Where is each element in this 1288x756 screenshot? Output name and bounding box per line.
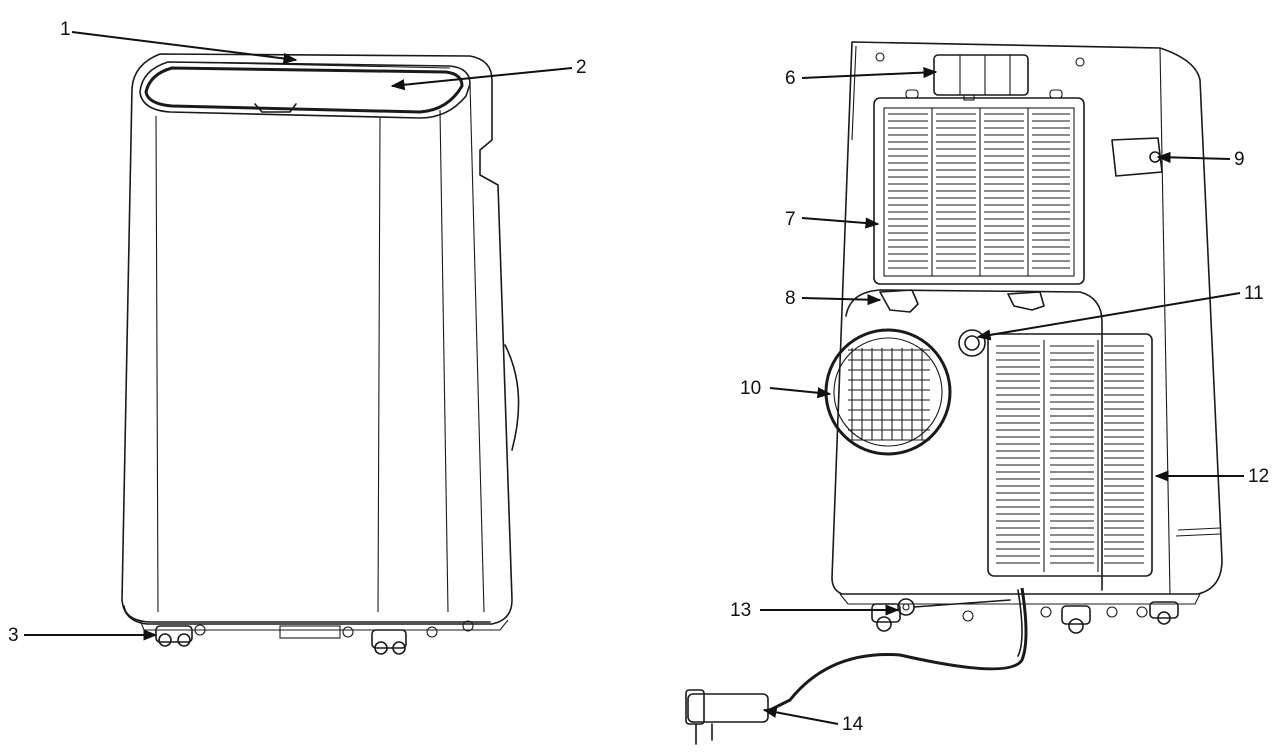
arrow-1	[71, 31, 298, 64]
drain-port	[958, 329, 986, 357]
arrow-8	[801, 294, 882, 306]
callout-label-2: 2	[576, 57, 587, 78]
arrow-9	[1156, 151, 1231, 163]
front-unit	[121, 53, 520, 655]
callout-label-11: 11	[1244, 283, 1264, 304]
callout-label-12: 12	[1248, 466, 1270, 487]
callout-label-14: 14	[842, 714, 864, 735]
callout-label-10: 10	[740, 378, 762, 399]
callout-label-13: 13	[730, 600, 752, 621]
arrow-6	[801, 66, 938, 79]
callout-label-3: 3	[8, 625, 19, 646]
back-caster-wheels	[871, 601, 1179, 634]
side-handle	[1111, 137, 1163, 177]
arrow-10	[769, 387, 832, 399]
callout-label-9: 9	[1234, 149, 1245, 170]
back-unit	[685, 41, 1223, 745]
arrow-11	[976, 292, 1241, 341]
callout-label-8: 8	[785, 288, 796, 309]
callout-label-7: 7	[785, 209, 796, 230]
drain-valve	[897, 598, 1011, 616]
front-caster-wheels	[155, 620, 474, 655]
upper-air-filter-grille	[873, 89, 1085, 285]
exhaust-outlet	[824, 328, 952, 456]
callout-arrows	[24, 31, 1244, 725]
callout-label-1: 1	[60, 19, 71, 40]
arrow-7	[801, 217, 880, 229]
arrow-14	[762, 706, 839, 725]
top-vent-tab	[933, 54, 1029, 101]
lower-intake-grille	[987, 333, 1153, 577]
callout-label-6: 6	[785, 68, 796, 89]
arrow-2	[390, 67, 573, 91]
